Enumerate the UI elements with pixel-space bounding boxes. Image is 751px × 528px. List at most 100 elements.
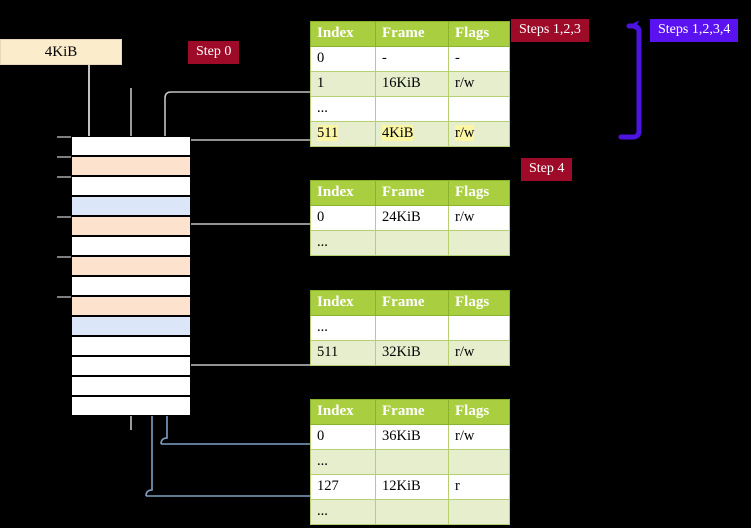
- column-header-flags: Flags: [448, 21, 510, 47]
- table-row: ...: [310, 96, 510, 122]
- column-header-index: Index: [310, 290, 376, 316]
- arrow-l3-row0-to-memory: [177, 223, 311, 270]
- table-cell: [375, 315, 449, 341]
- table-cell: [448, 315, 510, 341]
- memory-tick-2: [57, 176, 71, 178]
- bracket-arrow-steps1234: [618, 20, 642, 140]
- memory-tick-4: [57, 216, 71, 218]
- table-cell: 0: [310, 46, 376, 72]
- table-cell: [375, 230, 449, 256]
- table-row: ...: [310, 315, 510, 341]
- table-cell: ...: [310, 449, 376, 475]
- column-header-index: Index: [310, 180, 376, 206]
- memory-cell-8: [71, 296, 191, 316]
- memory-tick-1: [57, 156, 71, 158]
- column-header-index: Index: [310, 21, 376, 47]
- highlighted-value: r/w: [455, 125, 475, 141]
- column-header-frame: Frame: [375, 399, 449, 425]
- memory-cell-5: [71, 236, 191, 256]
- table-cell: 24KiB: [375, 205, 449, 231]
- table-cell: 511: [310, 121, 376, 147]
- memory-cell-7: [71, 276, 191, 296]
- table-cell: r: [448, 474, 510, 500]
- memory-cell-13: [71, 396, 191, 416]
- table-row: 511 4KiB r/w: [310, 121, 510, 147]
- table-cell: [448, 230, 510, 256]
- table-cell: [448, 449, 510, 475]
- table-cell: 0: [310, 424, 376, 450]
- memory-cell-12: [71, 376, 191, 396]
- memory-cell-2: [71, 176, 191, 196]
- table-cell: r/w: [448, 71, 510, 97]
- badge-step-0: Step 0: [188, 41, 240, 64]
- frame-size-box: 4KiB: [0, 39, 122, 65]
- table-cell: [448, 96, 510, 122]
- table-cell: 16KiB: [375, 71, 449, 97]
- memory-cell-3: [71, 196, 191, 216]
- table-cell: [448, 499, 510, 525]
- memory-tick-8: [57, 296, 71, 298]
- highlighted-value: 511: [317, 125, 339, 141]
- table-cell: 36KiB: [375, 424, 449, 450]
- table-cell: -: [375, 46, 449, 72]
- table-cell: -: [448, 46, 510, 72]
- table-cell: ...: [310, 499, 376, 525]
- memory-cell-4: [71, 216, 191, 236]
- column-header-flags: Flags: [448, 399, 510, 425]
- memory-tick-0: [57, 136, 71, 138]
- memory-cell-6: [71, 256, 191, 276]
- table-row: 0--: [310, 46, 510, 72]
- table-cell: 4KiB: [375, 121, 449, 147]
- column-header-frame: Frame: [375, 180, 449, 206]
- memory-cell-10: [71, 336, 191, 356]
- table-cell: [375, 96, 449, 122]
- frame-size-label: 4KiB: [44, 43, 78, 60]
- table-cell: ...: [310, 230, 376, 256]
- table-cell: ...: [310, 315, 376, 341]
- table-cell: ...: [310, 96, 376, 122]
- table-cell: 127: [310, 474, 376, 500]
- table-row: ...: [310, 499, 510, 525]
- column-header-flags: Flags: [448, 180, 510, 206]
- column-header-frame: Frame: [375, 290, 449, 316]
- table-row: ...: [310, 449, 510, 475]
- column-header-flags: Flags: [448, 290, 510, 316]
- table-cell: 32KiB: [375, 340, 449, 366]
- badge-steps-1-2-3: Steps 1,2,3: [511, 19, 589, 42]
- table-cell: r/w: [448, 205, 510, 231]
- column-header-index: Index: [310, 399, 376, 425]
- table-cell: 0: [310, 205, 376, 231]
- table-cell: 12KiB: [375, 474, 449, 500]
- memory-column: [57, 136, 191, 416]
- table-cell: 511: [310, 340, 376, 366]
- memory-cell-1: [71, 156, 191, 176]
- memory-cell-0: [71, 136, 191, 156]
- badge-step-4: Step 4: [521, 158, 573, 181]
- table-cell: r/w: [448, 340, 510, 366]
- memory-cell-9: [71, 316, 191, 336]
- arrow-l2-row511-to-memory: [177, 314, 311, 366]
- memory-tick-6: [57, 256, 71, 258]
- highlighted-value: 4KiB: [382, 125, 414, 141]
- badge-steps-1-2-3-4: Steps 1,2,3,4: [650, 19, 739, 42]
- table-row: ...: [310, 230, 510, 256]
- table-cell: r/w: [448, 424, 510, 450]
- memory-cell-11: [71, 356, 191, 376]
- table-cell: [375, 449, 449, 475]
- table-cell: [375, 499, 449, 525]
- column-header-frame: Frame: [375, 21, 449, 47]
